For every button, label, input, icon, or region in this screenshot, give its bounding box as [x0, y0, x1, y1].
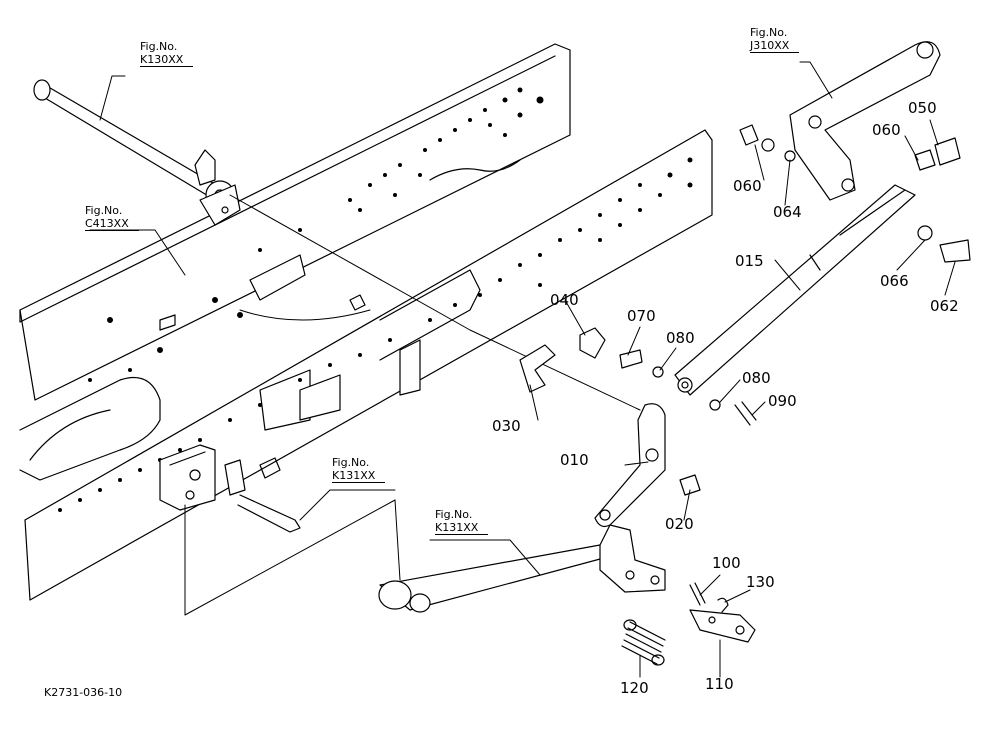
part-label-062: 062	[930, 297, 959, 315]
part-label-010: 010	[560, 451, 589, 469]
fig-ref-k131-upper: Fig.No. K131XX	[332, 456, 386, 483]
clip-030	[519, 344, 556, 393]
pedal-linkage-k131	[378, 524, 666, 613]
hardware	[619, 124, 971, 496]
fig-prefix: Fig.No.	[332, 456, 370, 469]
clip-130	[717, 597, 729, 613]
arm-j310	[789, 41, 941, 201]
part-label-050: 050	[908, 99, 937, 117]
fig-prefix: Fig.No.	[750, 26, 788, 39]
fig-ref-k131-lower: Fig.No. K131XX	[435, 508, 489, 535]
drawing-code: K2731-036-10	[44, 686, 123, 699]
part-label-066: 066	[880, 272, 909, 290]
fig-prefix: Fig.No.	[85, 204, 123, 217]
fig-number: K131XX	[435, 521, 489, 535]
rod-015	[674, 184, 916, 396]
part-label-064: 064	[773, 203, 802, 221]
part-label-090: 090	[768, 392, 797, 410]
fig-prefix: Fig.No.	[140, 40, 178, 53]
spring-120	[621, 619, 666, 666]
part-label-120: 120	[620, 679, 649, 697]
fig-ref-j310: Fig.No. J310XX	[750, 26, 800, 53]
part-label-030: 030	[492, 417, 521, 435]
bracket-040	[579, 327, 606, 359]
part-label-100: 100	[712, 554, 741, 572]
fig-number: K131XX	[332, 469, 386, 483]
pedal-110	[689, 609, 756, 643]
lever-010	[594, 403, 666, 528]
leader-lines	[184, 194, 641, 616]
part-leaders	[529, 119, 956, 678]
fig-number: J310XX	[750, 39, 800, 53]
part-label-080-lower: 080	[742, 369, 771, 387]
fig-ref-c413: Fig.No. C413XX	[85, 204, 139, 231]
part-label-020: 020	[665, 515, 694, 533]
part-label-080-upper: 080	[666, 329, 695, 347]
pedal-pivot-bracket	[159, 444, 301, 533]
cross-shaft	[33, 79, 241, 226]
part-label-060-right: 060	[872, 121, 901, 139]
fig-prefix: Fig.No.	[435, 508, 473, 521]
pin-100	[689, 582, 706, 606]
part-label-110: 110	[705, 675, 734, 693]
fig-number: C413XX	[85, 217, 139, 231]
upper-frame-rail	[19, 43, 571, 401]
part-label-040: 040	[550, 291, 579, 309]
part-label-130: 130	[746, 573, 775, 591]
fig-ref-k130: Fig.No. K130XX	[140, 40, 194, 67]
part-label-015: 015	[735, 252, 764, 270]
fig-number: K130XX	[140, 53, 194, 67]
part-label-060-left: 060	[733, 177, 762, 195]
part-label-070: 070	[627, 307, 656, 325]
